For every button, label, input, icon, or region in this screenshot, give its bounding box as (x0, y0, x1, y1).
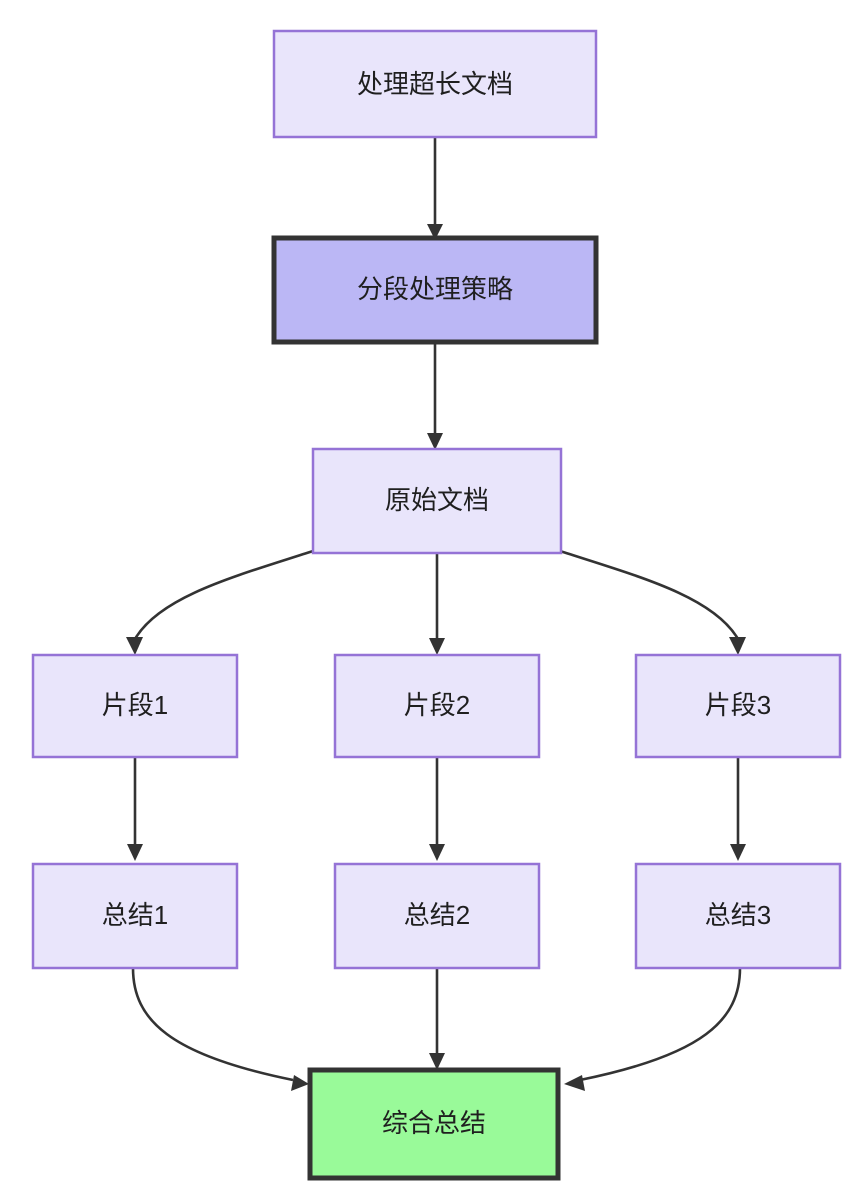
node-label: 原始文档 (385, 485, 489, 515)
node-summary-2[interactable]: 总结2 (333, 862, 541, 970)
node-summary-3[interactable]: 总结3 (634, 862, 842, 970)
node-summary-1[interactable]: 总结1 (31, 862, 239, 970)
arrowhead-icon (429, 844, 445, 861)
edge-chunk1-to-sum1 (127, 757, 143, 861)
arrowhead-icon (291, 1075, 309, 1091)
node-shape[interactable] (333, 862, 541, 970)
node-label: 处理超长文档 (357, 69, 513, 99)
node-label: 总结1 (102, 900, 168, 930)
node-chunk-2[interactable]: 片段2 (333, 653, 541, 759)
edge-source-to-chunk1 (126, 549, 314, 655)
arrowhead-icon (427, 433, 443, 450)
node-shape[interactable] (31, 862, 239, 970)
node-label: 分段处理策略 (357, 274, 513, 304)
node-shape[interactable] (271, 235, 599, 345)
node-label: 总结2 (404, 900, 470, 930)
node-shape[interactable] (634, 653, 842, 759)
arrowhead-icon (429, 638, 445, 655)
node-label: 片段2 (404, 690, 470, 720)
edge-sum2-to-final (429, 968, 445, 1070)
edge-chunk3-to-sum3 (730, 757, 746, 861)
arrowhead-icon (730, 844, 746, 861)
node-shape[interactable] (333, 653, 541, 759)
node-label: 总结3 (705, 900, 771, 930)
node-chunk-1[interactable]: 片段1 (31, 653, 239, 759)
node-label: 综合总结 (382, 1108, 486, 1138)
edge-strategy-to-source (427, 342, 443, 450)
edge-sum3-to-final (564, 967, 742, 1091)
arrowhead-icon (126, 637, 143, 655)
edge-sum1-to-final (131, 967, 309, 1091)
node-layer: 处理超长文档 分段处理策略 原始文档 片段1 片段2 片段3 (31, 29, 842, 1181)
edge-doc-to-strategy (427, 137, 443, 240)
edge-source-to-chunk3 (559, 549, 746, 655)
node-label: 片段3 (705, 690, 771, 720)
node-shape[interactable] (272, 29, 598, 139)
node-chunk-3[interactable]: 片段3 (634, 653, 842, 759)
node-chunking-strategy[interactable]: 分段处理策略 (271, 235, 599, 345)
arrowhead-icon (427, 224, 443, 240)
node-shape[interactable] (31, 653, 239, 759)
arrowhead-icon (564, 1075, 585, 1091)
edge-line (133, 549, 314, 640)
edge-layer (126, 137, 746, 1091)
node-shape[interactable] (307, 1067, 561, 1181)
arrowhead-icon (729, 637, 746, 655)
edge-chunk2-to-sum2 (429, 757, 445, 861)
edge-source-to-chunk2 (429, 554, 445, 655)
edge-line (559, 549, 740, 640)
edge-line (131, 967, 294, 1082)
node-final-summary[interactable]: 综合总结 (307, 1067, 561, 1181)
node-label: 片段1 (102, 690, 168, 720)
node-source-document[interactable]: 原始文档 (311, 447, 563, 555)
arrowhead-icon (127, 844, 143, 861)
node-process-long-document[interactable]: 处理超长文档 (272, 29, 598, 139)
node-shape[interactable] (311, 447, 563, 555)
arrowhead-icon (429, 1053, 445, 1070)
node-shape[interactable] (634, 862, 842, 970)
edge-line (579, 967, 742, 1082)
